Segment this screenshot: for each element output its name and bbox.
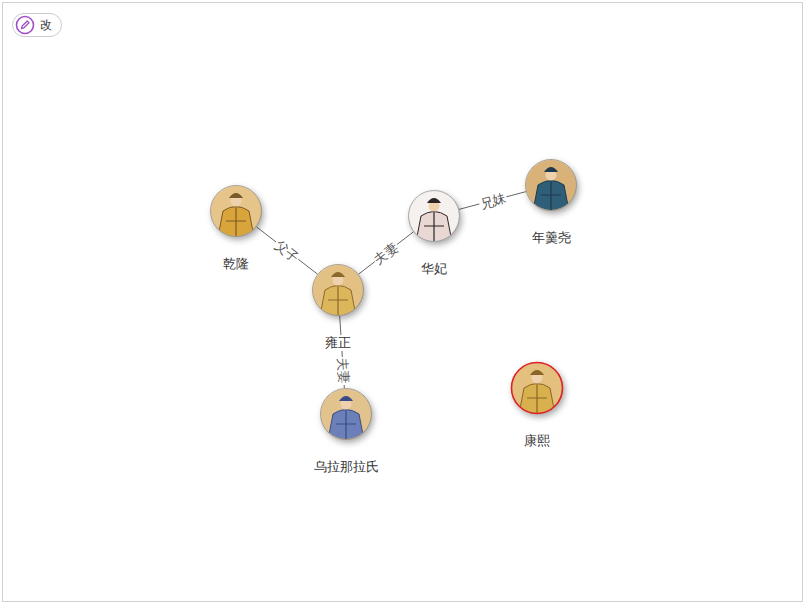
relation-line bbox=[359, 232, 414, 274]
relation-label: 父子 bbox=[271, 236, 302, 265]
person-node: 雍正 bbox=[312, 264, 364, 351]
avatar-circle bbox=[525, 159, 577, 211]
person-name: 乾隆 bbox=[221, 256, 251, 272]
avatar-circle bbox=[408, 190, 460, 242]
avatar-circle bbox=[511, 362, 563, 414]
person-name: 康熙 bbox=[522, 433, 552, 449]
button-label: 改 bbox=[40, 17, 52, 34]
person-node: 华妃 bbox=[408, 190, 460, 277]
edit-button: 改 bbox=[12, 13, 62, 37]
relation-label: 夫妻 bbox=[335, 356, 352, 385]
relation-label: 夫妻 bbox=[370, 239, 401, 268]
pencil-icon bbox=[15, 15, 35, 35]
relation-label: 兄妹 bbox=[477, 190, 508, 212]
person-name: 年羹尧 bbox=[530, 230, 573, 246]
person-name: 雍正 bbox=[323, 335, 353, 351]
avatar-circle bbox=[312, 264, 364, 316]
relation-line bbox=[257, 227, 318, 274]
person-node: 年羹尧 bbox=[525, 159, 577, 246]
person-name: 乌拉那拉氏 bbox=[312, 459, 381, 475]
avatar-circle bbox=[320, 388, 372, 440]
avatar-circle bbox=[210, 185, 262, 237]
person-node: 乌拉那拉氏 bbox=[309, 388, 384, 475]
person-node: 康熙 bbox=[511, 362, 563, 449]
person-name: 华妃 bbox=[419, 261, 449, 277]
person-node: 乾隆 bbox=[210, 185, 262, 272]
